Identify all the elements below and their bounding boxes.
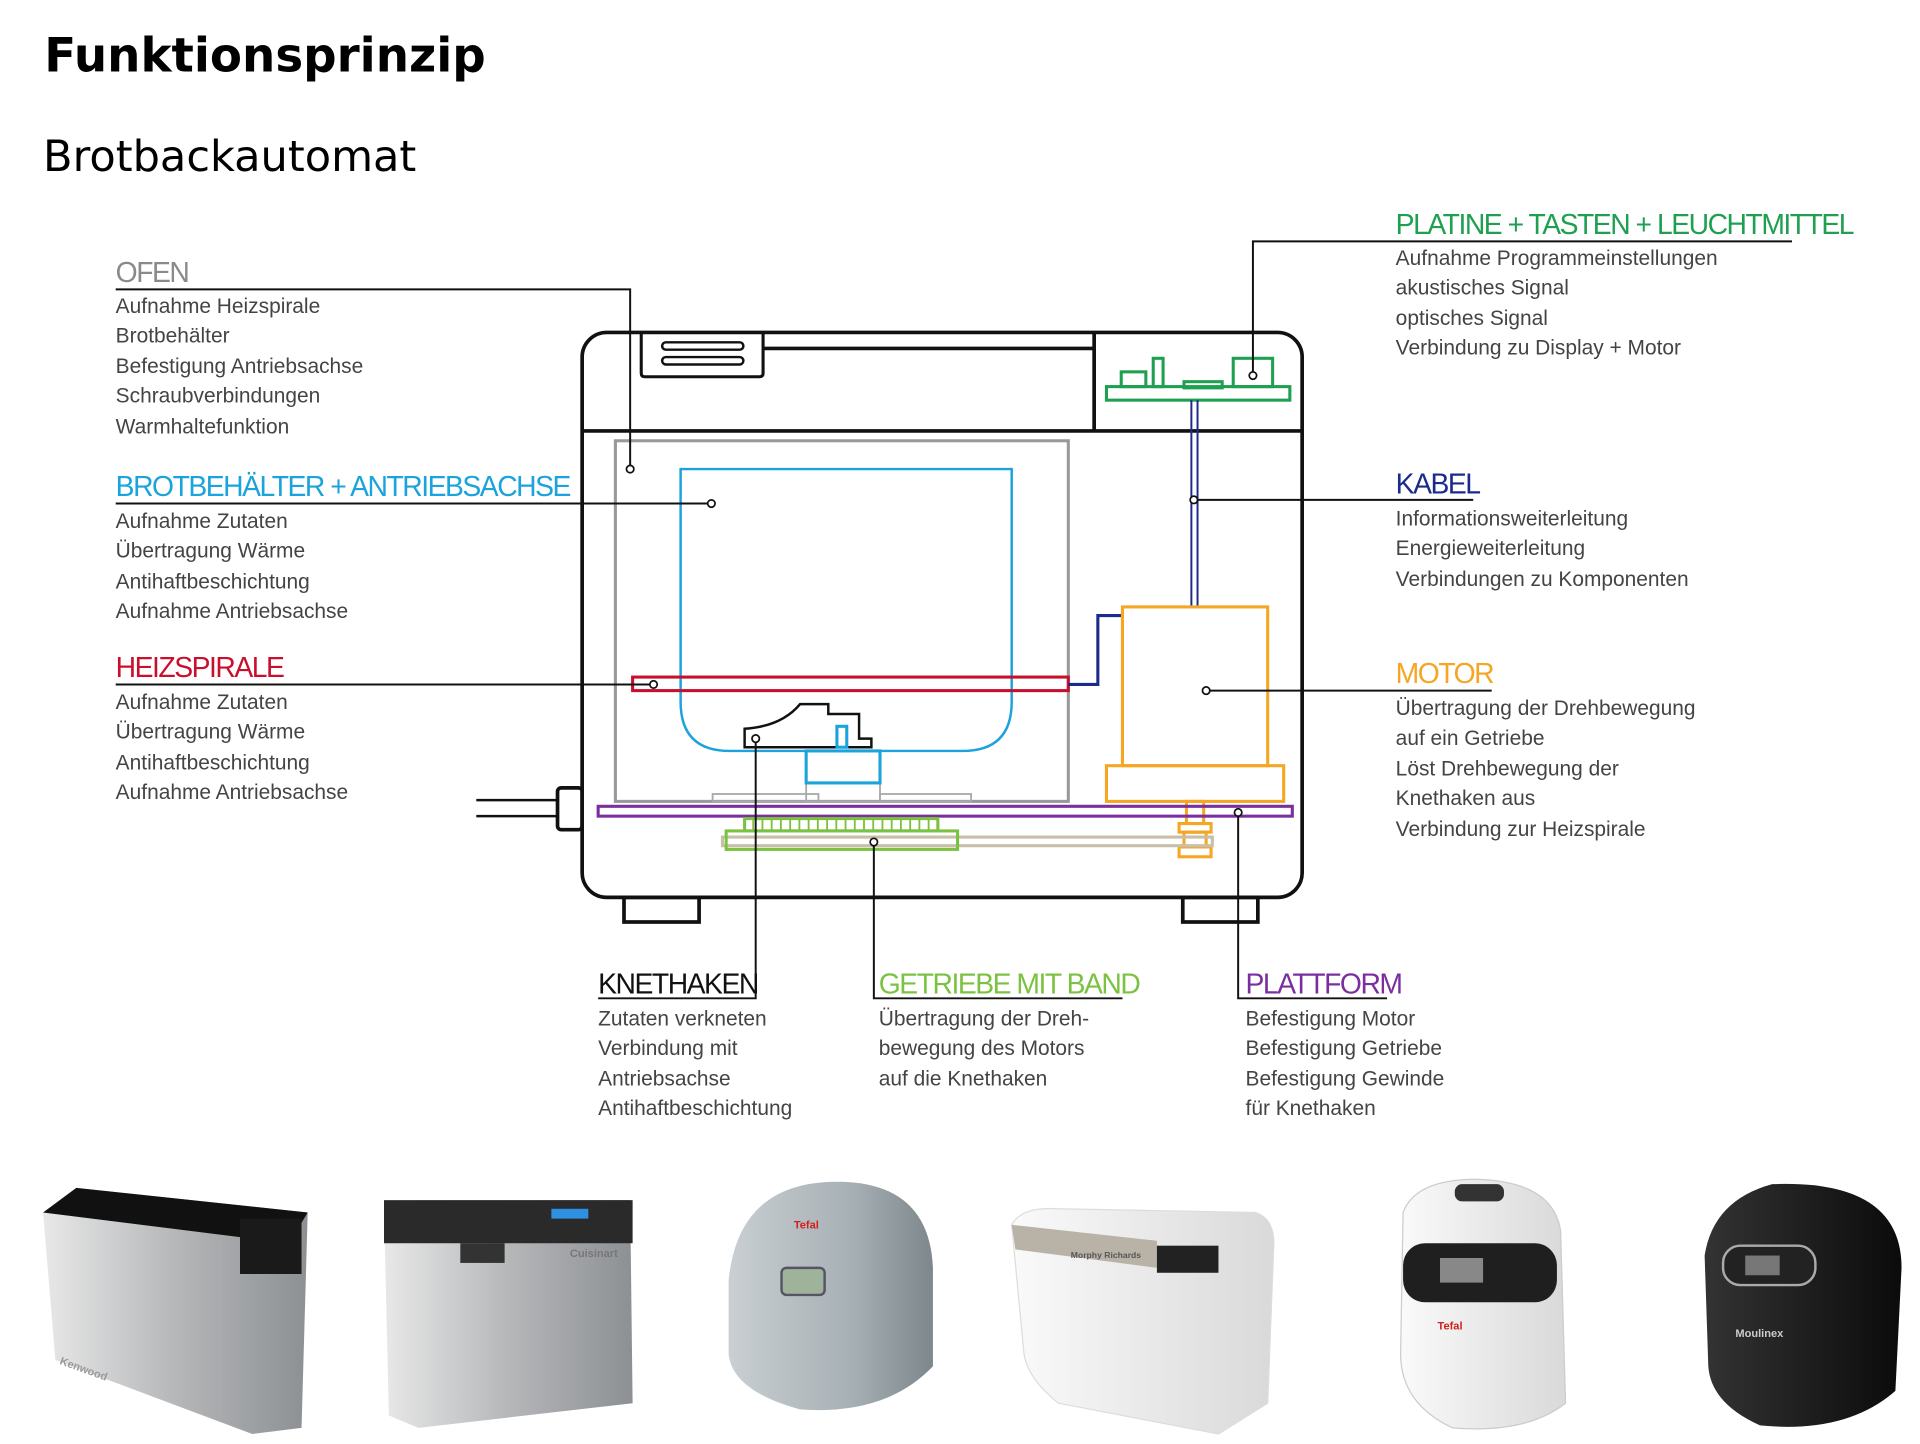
item: Übertragung der Drehbewegung — [1396, 697, 1696, 720]
drive-axle-housing — [804, 749, 882, 785]
item: optisches Signal — [1396, 307, 1548, 330]
power-plug — [555, 786, 585, 832]
brand-logo-tefal: Tefal — [794, 1219, 819, 1231]
item: auf ein Getriebe — [1396, 727, 1545, 750]
brand-logo-moulinex: Moulinex — [1735, 1328, 1784, 1340]
label-platine: PLATINE + TASTEN + LEUCHTMITTEL Aufnahme… — [1396, 208, 1856, 360]
label-knethaken: KNETHAKEN Zutaten verkneten Verbindung m… — [598, 967, 792, 1120]
kneading-hook — [743, 702, 873, 749]
item: Verbindung zur Heizspirale — [1396, 818, 1646, 841]
heading: GETRIEBE MIT BAND — [879, 967, 1141, 999]
item: auf die Knethaken — [879, 1068, 1048, 1091]
belt — [720, 835, 1214, 848]
item: Zutaten verkneten — [598, 1007, 767, 1030]
item: für Knethaken — [1246, 1097, 1376, 1120]
brand-logo-tefal: Tefal — [1438, 1320, 1463, 1332]
lid-handle — [639, 333, 765, 379]
product-photo-morphy-richards: Morphy Richards — [1011, 1207, 1275, 1435]
item: Befestigung Getriebe — [1246, 1037, 1442, 1060]
item: Warmhaltefunktion — [116, 415, 290, 438]
item: Befestigung Motor — [1246, 1007, 1416, 1030]
item: Brotbehälter — [116, 324, 230, 347]
label-brotbehaelter: BROTBEHÄLTER + ANTRIEBSACHSE Aufnahme Zu… — [116, 470, 572, 623]
item: bewegung des Motors — [879, 1037, 1085, 1060]
product-photo-kenwood: Kenwood — [43, 1187, 308, 1434]
foot-left — [622, 895, 701, 924]
gear — [724, 817, 960, 851]
cable — [1068, 400, 1199, 687]
heading: KABEL — [1396, 468, 1481, 500]
bread-machine-schematic — [476, 330, 1304, 924]
item: akustisches Signal — [1396, 276, 1569, 299]
brand-logo-morphy-richards: Morphy Richards — [1071, 1250, 1142, 1260]
item: Antihaftbeschichtung — [598, 1097, 792, 1120]
page-subtitle: Brotbackautomat — [43, 132, 416, 182]
label-plattform: PLATTFORM Befestigung Motor Befestigung … — [1246, 967, 1445, 1120]
item: Energieweiterleitung — [1396, 537, 1585, 560]
heading: PLATINE + TASTEN + LEUCHTMITTEL — [1396, 208, 1854, 240]
label-motor: MOTOR Übertragung der Drehbewegung auf e… — [1396, 657, 1696, 841]
item: Aufnahme Antriebsachse — [116, 781, 348, 804]
item: Verbindung mit — [598, 1037, 738, 1060]
label-kabel: KABEL Informationsweiterleitung Energiew… — [1396, 468, 1689, 591]
brand-logo-cuisinart: Cuisinart — [570, 1248, 618, 1260]
item: Schraubverbindungen — [116, 385, 321, 408]
housing — [580, 330, 1304, 900]
product-photo-tefal-white: Tefal — [1399, 1178, 1567, 1430]
product-photo-moulinex: Moulinex — [1704, 1183, 1902, 1427]
item: Befestigung Gewinde — [1246, 1068, 1445, 1091]
item: Aufnahme Antriebsachse — [116, 600, 348, 623]
product-photo-cuisinart: Cuisinart — [384, 1200, 633, 1428]
item: Antihaftbeschichtung — [116, 570, 310, 593]
page-title: Funktionsprinzip — [44, 30, 485, 84]
circuit-board — [1104, 356, 1292, 402]
label-getriebe: GETRIEBE MIT BAND Übertragung der Dreh- … — [879, 967, 1142, 1091]
item: Aufnahme Zutaten — [116, 691, 288, 714]
item: Verbindung zu Display + Motor — [1396, 337, 1681, 360]
heading: HEIZSPIRALE — [116, 651, 284, 683]
item: Aufnahme Programmeinstellungen — [1396, 247, 1718, 270]
bread-pan — [679, 467, 1013, 753]
item: Antriebsachse — [598, 1068, 730, 1091]
gear-teeth — [752, 818, 930, 831]
motor — [1104, 605, 1286, 859]
label-heizspirale: HEIZSPIRALE Aufnahme Zutaten Übertragung… — [116, 651, 348, 804]
item: Aufnahme Heizspirale — [116, 295, 321, 318]
foot-right — [1180, 895, 1260, 924]
item: Informationsweiterleitung — [1396, 508, 1628, 531]
item: Verbindungen zu Komponenten — [1396, 568, 1689, 591]
item: Befestigung Antriebsachse — [116, 355, 364, 378]
item: Knethaken aus — [1396, 787, 1535, 810]
heading: PLATTFORM — [1246, 967, 1402, 999]
platform — [596, 804, 1294, 818]
item: Antihaftbeschichtung — [116, 751, 310, 774]
item: Aufnahme Zutaten — [116, 510, 288, 533]
item: Löst Drehbewegung der — [1396, 758, 1619, 781]
heading: OFEN — [116, 256, 189, 288]
item: Übertragung Wärme — [116, 721, 305, 744]
item: Übertragung Wärme — [116, 540, 305, 563]
heading: BROTBEHÄLTER + ANTRIEBSACHSE — [116, 470, 571, 502]
product-photo-tefal-steel: Tefal — [728, 1181, 933, 1411]
leader-lines — [115, 240, 1792, 1000]
heating-element — [631, 675, 1070, 693]
label-ofen: OFEN Aufnahme Heizspirale Brotbehälter B… — [116, 256, 364, 438]
heading: KNETHAKEN — [598, 967, 758, 999]
heading: MOTOR — [1396, 657, 1494, 689]
item: Übertragung der Dreh- — [879, 1007, 1089, 1030]
